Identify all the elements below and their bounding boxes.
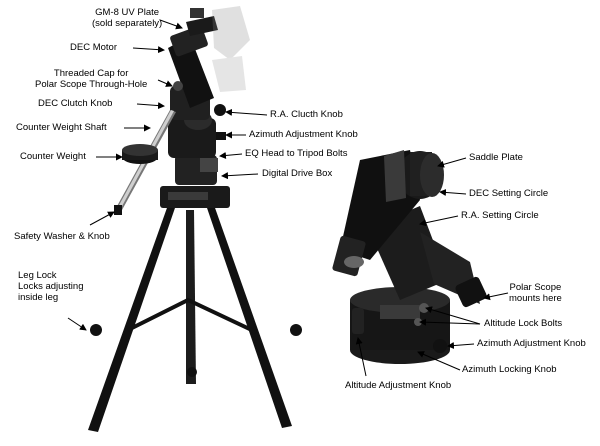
tripod — [88, 205, 302, 432]
label-azimuth-locking: Azimuth Locking Knob — [462, 364, 557, 375]
label-gm8-plate: GM-8 UV Plate (sold separately) — [92, 7, 162, 29]
dec-axis-and-motor — [168, 8, 218, 108]
label-gm8-plate-line1: GM-8 UV Plate — [95, 7, 160, 18]
closeup-saddle-plate — [384, 150, 444, 202]
label-safety-washer: Safety Washer & Knob — [14, 231, 110, 242]
label-saddle-plate: Saddle Plate — [469, 152, 523, 163]
label-leg-lock-line3: inside leg — [18, 292, 59, 303]
label-eq-head-bolts: EQ Head to Tripod Bolts — [245, 148, 348, 159]
label-threaded-cap: Threaded Cap for Polar Scope Through-Hol… — [35, 68, 147, 90]
label-polar-scope: Polar Scope mounts here — [509, 282, 562, 304]
safety-washer — [114, 205, 122, 215]
label-dec-setting: DEC Setting Circle — [469, 188, 549, 199]
label-azimuth-adj-top: Azimuth Adjustment Knob — [249, 129, 358, 140]
label-polar-scope-line1: Polar Scope — [509, 282, 562, 293]
label-threaded-cap-line1: Threaded Cap for — [53, 68, 129, 79]
label-counter-shaft: Counter Weight Shaft — [16, 122, 107, 133]
label-leg-lock: Leg Lock Locks adjusting inside leg — [18, 270, 83, 303]
label-ra-clutch: R.A. Clucth Knob — [270, 109, 343, 120]
tripod-head-and-drive-box — [160, 155, 230, 208]
ghost-parts — [212, 6, 250, 92]
label-counter-weight: Counter Weight — [20, 151, 86, 162]
label-azimuth-adj-right: Azimuth Adjustment Knob — [477, 338, 586, 349]
label-digital-drive: Digital Drive Box — [262, 168, 333, 179]
label-ra-setting: R.A. Setting Circle — [461, 210, 539, 221]
label-altitude-lock: Altitude Lock Bolts — [484, 318, 563, 329]
counter-weight — [122, 144, 158, 164]
label-altitude-adj: Altitude Adjustment Knob — [345, 380, 452, 391]
label-dec-clutch: DEC Clutch Knob — [38, 98, 113, 109]
pointer-lines — [67, 19, 509, 377]
label-gm8-plate-line2: (sold separately) — [92, 18, 163, 29]
label-leg-lock-line2: Locks adjusting — [18, 281, 84, 292]
label-polar-scope-line2: mounts here — [509, 293, 562, 304]
label-leg-lock-line1: Leg Lock — [18, 270, 57, 281]
label-threaded-cap-line2: Polar Scope Through-Hole — [35, 79, 148, 90]
closeup-base — [350, 287, 450, 364]
label-dec-motor: DEC Motor — [70, 42, 117, 53]
